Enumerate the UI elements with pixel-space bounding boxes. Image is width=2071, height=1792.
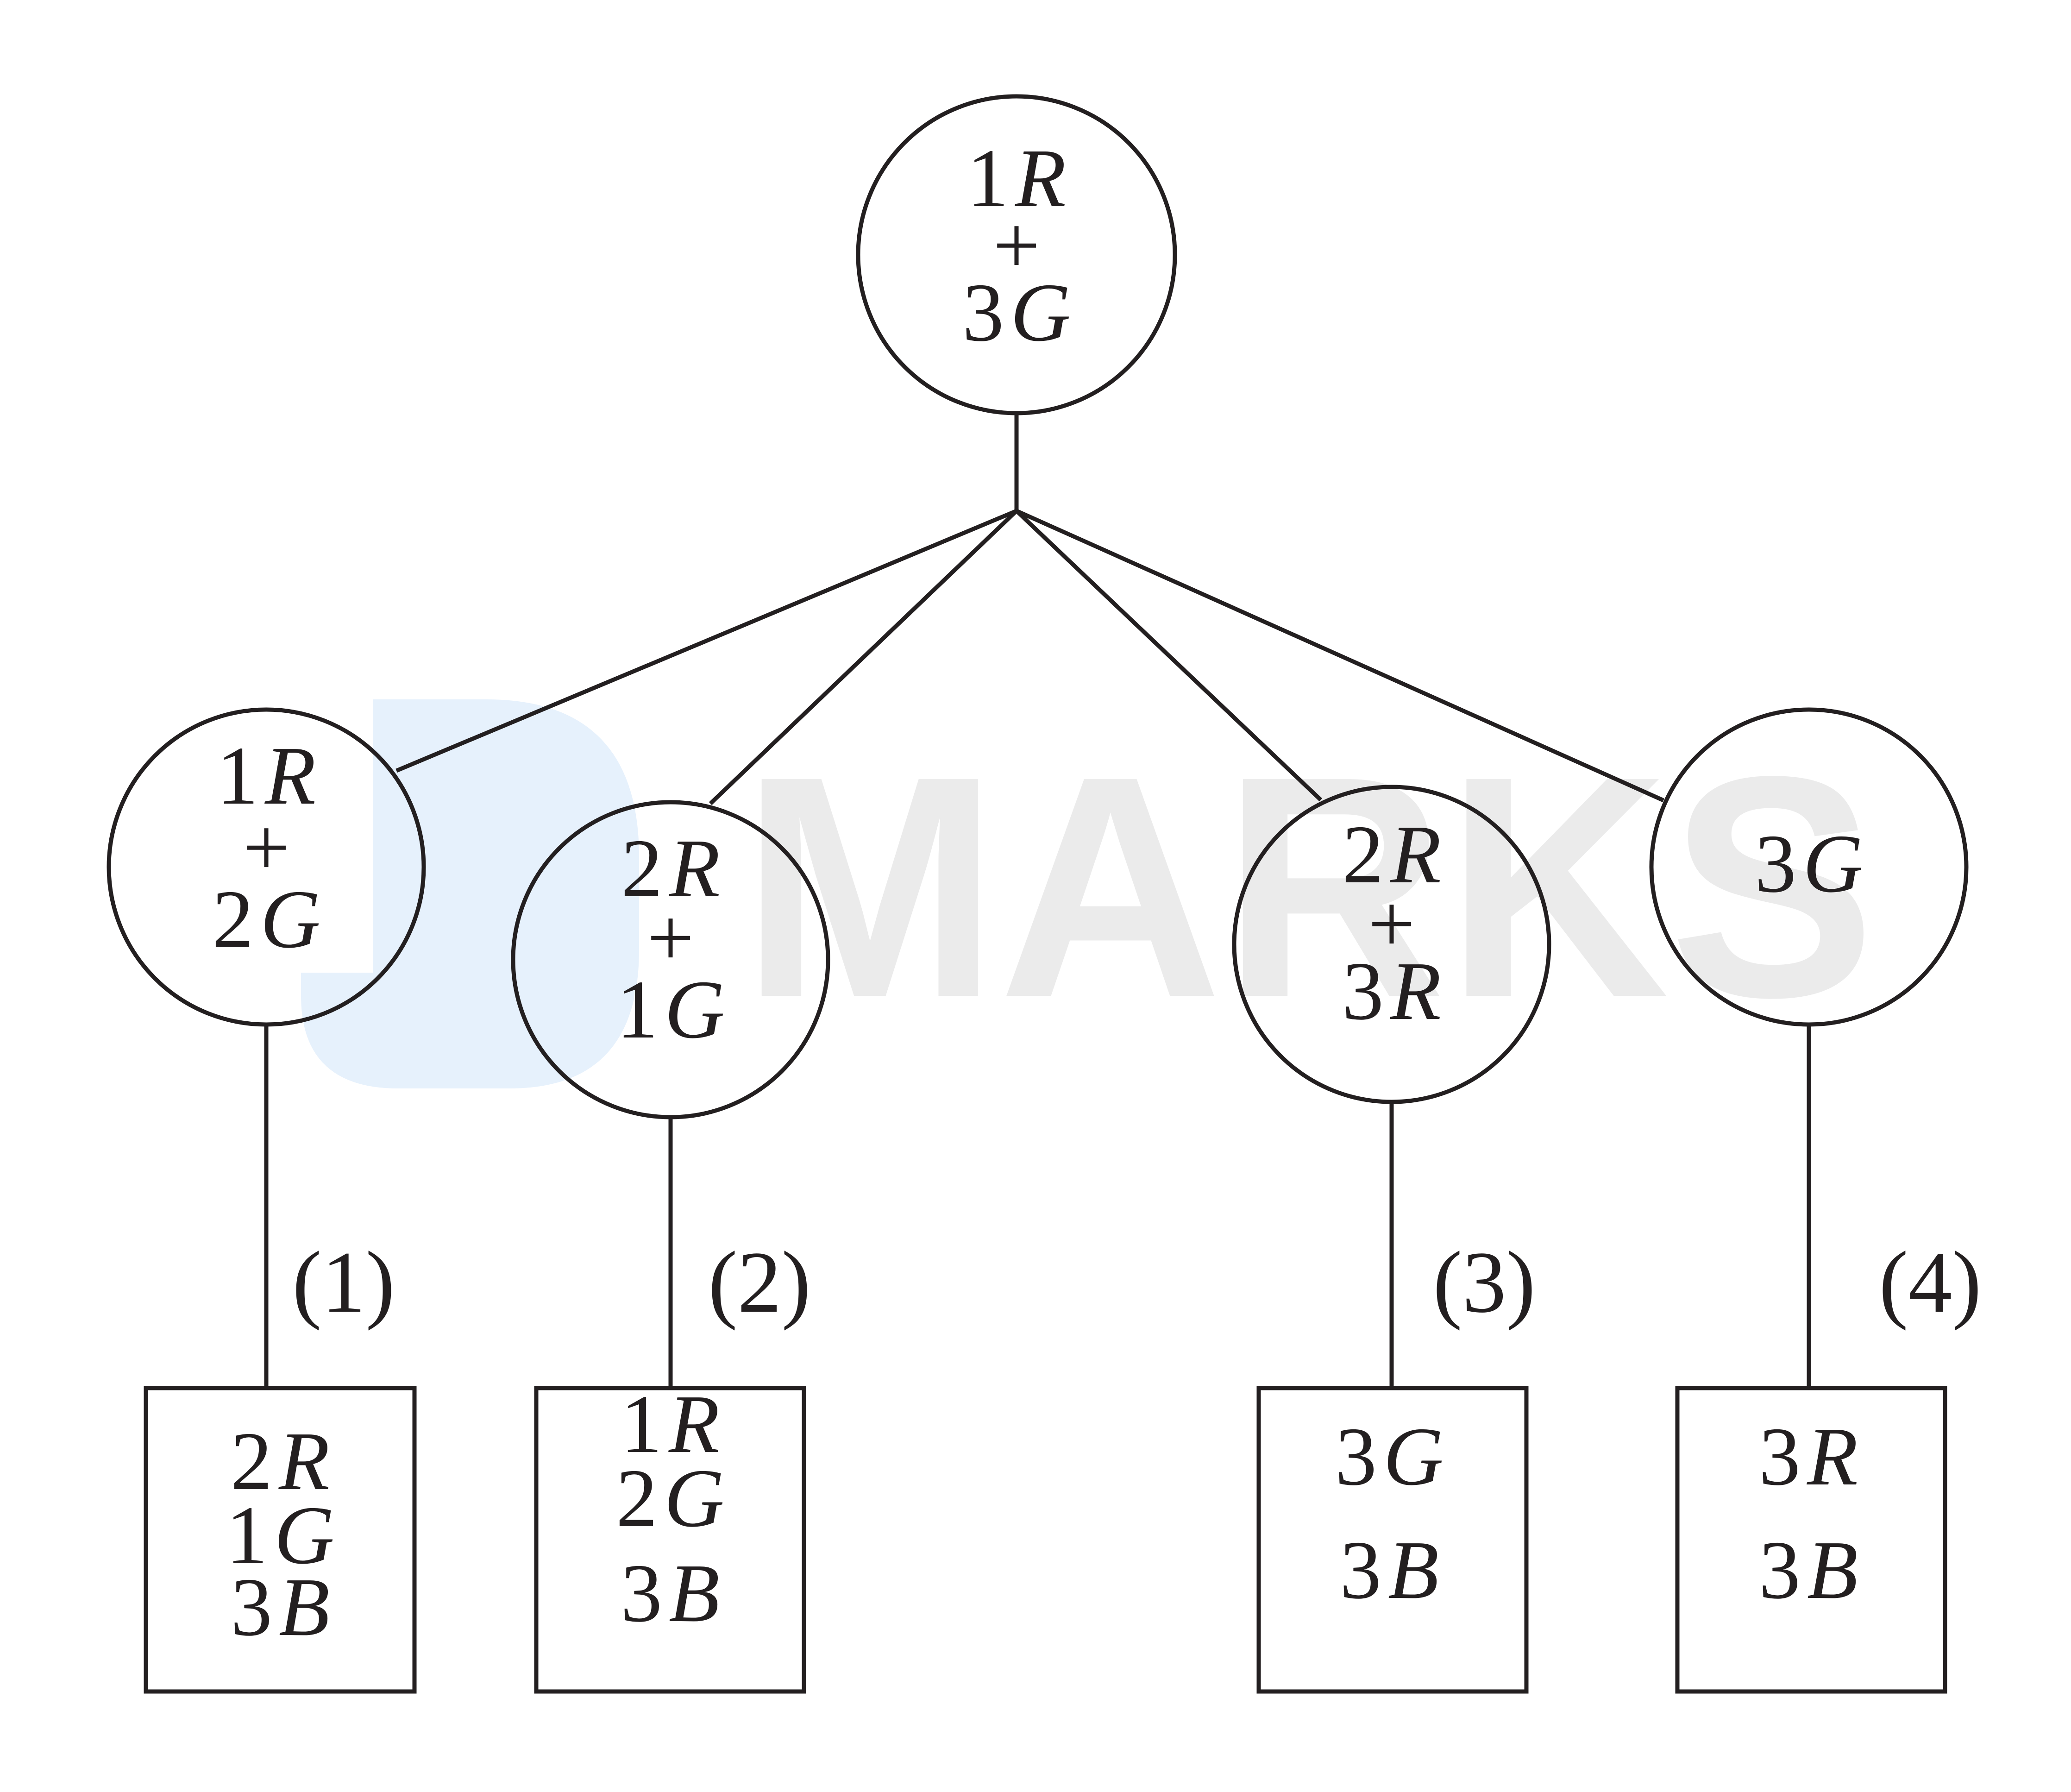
root-node-line-3: 3G (962, 266, 1071, 358)
node-2-line-3-count: 1 (616, 963, 658, 1056)
leaf-box-4 (1675, 1386, 1947, 1694)
node-1 (107, 707, 426, 1027)
node-1-line-2: + (243, 801, 290, 893)
node-3-line-3-count: 3 (1342, 945, 1384, 1037)
leaf-box-1 (144, 1386, 417, 1694)
node-2-line-1-color: R (669, 822, 720, 914)
node-2-line-2: + (647, 892, 694, 984)
leaf-box-2-line-1-count: 1 (621, 1378, 662, 1470)
node-4-line-1: 3G (1755, 817, 1863, 910)
node-1-line-1-color: R (264, 729, 316, 822)
leaf-box-3-line-1: 3G (1335, 1410, 1443, 1503)
node-3-line-2: + (1368, 878, 1415, 970)
node-2-line-3-color: G (665, 963, 725, 1056)
leaf-box-2-line-1-color: R (668, 1378, 720, 1470)
root-node-line-3-count: 3 (962, 266, 1004, 358)
node-2-line-1-count: 2 (621, 822, 663, 914)
leaf-box-3-line-1-color: G (1383, 1410, 1443, 1503)
leaf-box-3 (1256, 1386, 1529, 1694)
node-3-line-2-symbol: + (1368, 878, 1415, 970)
leaf-box-2 (534, 1386, 806, 1694)
branch-label-1: (1) (292, 1234, 395, 1331)
node-1-line-1: 1R (217, 729, 316, 822)
node-2 (511, 800, 830, 1119)
node-3-line-3: 3R (1342, 945, 1441, 1037)
node-2-line-1: 2R (621, 822, 720, 914)
leaf-box-4-line-2-color: B (1807, 1524, 1858, 1616)
leaf-box-1-line-1-count: 2 (231, 1415, 272, 1507)
node-2-line-2-symbol: + (647, 892, 694, 984)
leaf-box-4-line-2-count: 3 (1759, 1524, 1801, 1616)
root-node-line-3-color: G (1010, 266, 1071, 358)
watermark: MARKS (301, 699, 1876, 1088)
root-node-line-1: 1R (967, 132, 1066, 224)
leaf-box-2-line-1: 1R (621, 1378, 720, 1470)
edge-to-node-1 (395, 509, 1017, 773)
node-4-line-1-color: G (1803, 817, 1863, 910)
edges (264, 415, 1811, 1388)
node-1-line-3: 2G (212, 873, 320, 965)
root-node-line-1-count: 1 (967, 132, 1009, 224)
edge-to-node-3 (1015, 509, 1323, 802)
leaf-box-2-line-3: 3B (621, 1547, 720, 1639)
root-node (856, 94, 1177, 415)
node-labels: 1R+3G1R+2G2R+1G2R+3R3G2R1G3B1R2G3B3G3B3R… (212, 132, 1863, 1653)
leaf-box-4-line-1: 3R (1759, 1410, 1858, 1503)
node-1-line-3-color: G (260, 873, 320, 965)
watermark-logo (301, 699, 639, 1088)
node-3-line-1-color: R (1390, 808, 1441, 900)
leaf-box-3-line-1-count: 3 (1335, 1410, 1377, 1503)
node-1-line-3-count: 2 (212, 873, 254, 965)
node-3-line-3-color: R (1390, 945, 1441, 1037)
node-1-line-1-count: 1 (217, 729, 258, 822)
branch-label-3: (3) (1433, 1234, 1536, 1331)
leaf-box-3-line-2-count: 3 (1340, 1524, 1381, 1616)
leaf-box-4-line-1-color: R (1807, 1410, 1858, 1503)
leaf-box-4-line-2: 3B (1759, 1524, 1858, 1616)
leaf-box-1-line-2: 1G (226, 1489, 334, 1581)
node-4 (1649, 707, 1969, 1027)
node-3-line-1-count: 2 (1342, 808, 1384, 900)
leaf-box-1-line-2-count: 1 (226, 1489, 268, 1581)
leaf-box-2-line-2-color: G (664, 1452, 724, 1544)
node-4-line-1-count: 3 (1755, 817, 1796, 910)
leaf-box-1-line-3-count: 3 (231, 1561, 272, 1653)
node-3-line-1: 2R (1342, 808, 1441, 900)
leaf-box-2-line-3-color: B (669, 1547, 720, 1639)
leaf-box-1-line-1: 2R (231, 1415, 330, 1507)
leaf-box-2-line-2-count: 2 (616, 1452, 658, 1544)
leaf-box-1-line-3: 3B (231, 1561, 330, 1653)
watermark-text: MARKS (741, 711, 1876, 1063)
branch-labels: (1) (2) (3) (4) (292, 1234, 1982, 1331)
nodes (107, 94, 1969, 1694)
leaf-box-1-line-2-color: G (274, 1489, 334, 1581)
leaf-box-2-line-2: 2G (616, 1452, 724, 1544)
node-3 (1232, 785, 1551, 1104)
leaf-box-1-line-1-color: R (278, 1415, 330, 1507)
leaf-box-2-line-3-count: 3 (621, 1547, 662, 1639)
root-node-line-2: + (993, 199, 1040, 291)
edge-to-node-4 (1016, 509, 1664, 803)
leaf-box-4-line-1-count: 3 (1759, 1410, 1801, 1503)
leaf-box-1-line-3-color: B (279, 1561, 330, 1653)
root-node-line-1-color: R (1015, 132, 1066, 224)
edge-to-node-2 (709, 509, 1018, 805)
node-2-line-3: 1G (616, 963, 725, 1056)
branch-label-2: (2) (708, 1234, 811, 1331)
node-1-line-2-symbol: + (243, 801, 290, 893)
branch-label-4: (4) (1879, 1234, 1982, 1331)
leaf-box-3-line-2-color: B (1388, 1524, 1439, 1616)
leaf-box-3-line-2: 3B (1340, 1524, 1439, 1616)
root-node-line-2-symbol: + (993, 199, 1040, 291)
